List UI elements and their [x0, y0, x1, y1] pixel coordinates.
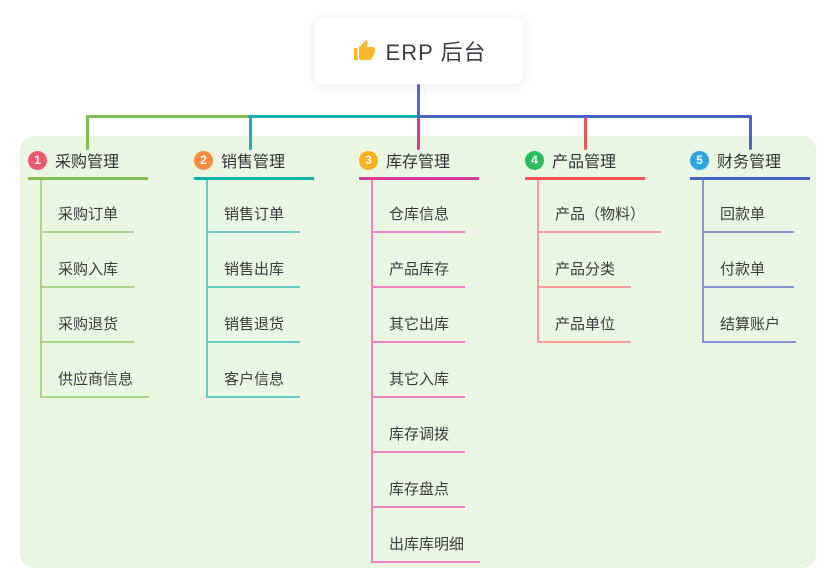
mindmap-node-item[interactable]: 采购入库 — [42, 233, 135, 288]
branches-background-panel — [20, 136, 816, 568]
branch-title-label: 库存管理 — [386, 154, 451, 171]
mindmap-node-item[interactable]: 其它出库 — [373, 288, 466, 343]
connector-bus-middle — [248, 115, 418, 118]
root-node-label: ERP 后台 — [385, 40, 487, 65]
connector-bus-right — [417, 115, 751, 118]
mindmap-node-item[interactable]: 出库库明细 — [373, 508, 481, 563]
branch-number-badge: 1 — [28, 150, 47, 170]
branch-items-2: 销售订单销售出库销售退货客户信息 — [206, 180, 301, 398]
thumbs-up-icon — [352, 39, 376, 63]
branch-title-label: 产品管理 — [552, 154, 617, 171]
mindmap-node-item[interactable]: 供应商信息 — [42, 343, 150, 398]
branch-items-3: 仓库信息产品库存其它出库其它入库库存调拨库存盘点出库库明细 — [371, 180, 481, 563]
mindmap-node-item[interactable]: 销售退货 — [208, 288, 301, 343]
mindmap-node-item[interactable]: 产品库存 — [373, 233, 466, 288]
root-node-erp[interactable]: ERP 后台 — [315, 18, 523, 84]
mindmap-node-item[interactable]: 销售订单 — [208, 180, 301, 233]
mindmap-node-item[interactable]: 客户信息 — [208, 343, 301, 398]
branch-title-1[interactable]: 1 采购管理 — [28, 148, 148, 180]
mindmap-node-item[interactable]: 产品分类 — [539, 233, 632, 288]
mindmap-node-item[interactable]: 回款单 — [704, 180, 794, 233]
mindmap-node-item[interactable]: 库存盘点 — [373, 453, 466, 508]
mindmap-node-item[interactable]: 库存调拨 — [373, 398, 466, 453]
branch-number-badge: 2 — [194, 150, 213, 170]
mindmap-node-item[interactable]: 采购退货 — [42, 288, 135, 343]
branch-number-badge: 3 — [359, 150, 378, 170]
mindmap-node-item[interactable]: 仓库信息 — [373, 180, 466, 233]
branch-5: 5 财务管理回款单付款单结算账户 — [690, 148, 810, 343]
branch-items-4: 产品（物料）产品分类产品单位 — [537, 180, 662, 343]
branch-items-5: 回款单付款单结算账户 — [702, 180, 797, 343]
mindmap-node-item[interactable]: 产品单位 — [539, 288, 632, 343]
connector-drop-branch-4 — [584, 115, 587, 150]
mindmap-node-item[interactable]: 结算账户 — [704, 288, 797, 343]
mindmap-node-item[interactable]: 销售出库 — [208, 233, 301, 288]
branch-title-3[interactable]: 3 库存管理 — [359, 148, 479, 180]
connector-root-stem — [417, 84, 420, 118]
mindmap-node-item[interactable]: 付款单 — [704, 233, 794, 288]
branch-title-5[interactable]: 5 财务管理 — [690, 148, 810, 180]
branch-items-1: 采购订单采购入库采购退货供应商信息 — [40, 180, 150, 398]
mindmap-node-item[interactable]: 采购订单 — [42, 180, 135, 233]
connector-drop-branch-2 — [249, 115, 252, 150]
branch-title-label: 销售管理 — [221, 154, 286, 171]
branch-4: 4 产品管理产品（物料）产品分类产品单位 — [525, 148, 662, 343]
mindmap-node-item[interactable]: 产品（物料） — [539, 180, 662, 233]
mindmap-node-item[interactable]: 其它入库 — [373, 343, 466, 398]
connector-drop-branch-3 — [417, 115, 420, 150]
branch-title-4[interactable]: 4 产品管理 — [525, 148, 645, 180]
branch-3: 3 库存管理仓库信息产品库存其它出库其它入库库存调拨库存盘点出库库明细 — [359, 148, 481, 563]
branch-number-badge: 4 — [525, 150, 544, 170]
branch-title-label: 财务管理 — [717, 154, 782, 171]
connector-drop-branch-5 — [749, 115, 752, 150]
branch-title-2[interactable]: 2 销售管理 — [194, 148, 314, 180]
branch-number-badge: 5 — [690, 150, 709, 170]
branch-1: 1 采购管理采购订单采购入库采购退货供应商信息 — [28, 148, 150, 398]
branch-title-label: 采购管理 — [55, 154, 120, 171]
connector-bus-left — [86, 115, 250, 118]
branch-2: 2 销售管理销售订单销售出库销售退货客户信息 — [194, 148, 314, 398]
connector-drop-branch-1 — [86, 115, 89, 150]
